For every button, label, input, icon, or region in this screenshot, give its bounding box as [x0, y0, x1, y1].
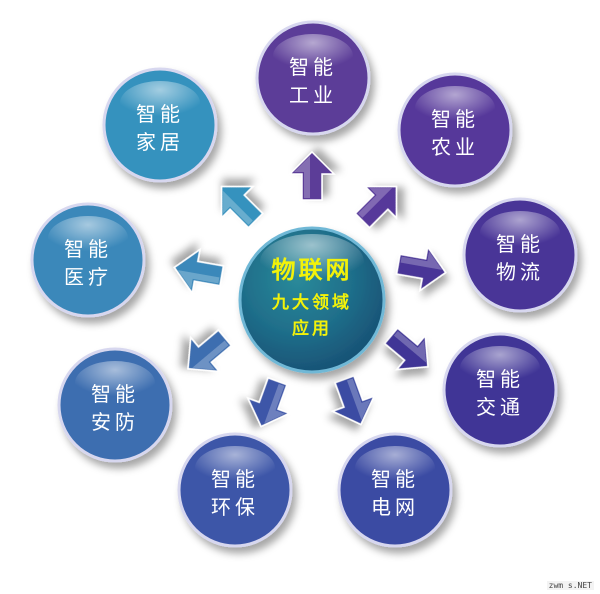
arrow-5 [330, 374, 376, 426]
center-node [238, 226, 386, 374]
node-label-line1: 智能 [496, 232, 544, 256]
arrow-9 [220, 185, 264, 229]
node-label-line1: 智能 [371, 467, 419, 491]
node-label-line2: 交通 [476, 395, 524, 419]
arrows-layer [173, 150, 447, 428]
node-label-line1: 智能 [289, 55, 337, 79]
node-label-line2: 电网 [371, 495, 419, 519]
node-label-line2: 农业 [431, 135, 479, 159]
arrow-6 [246, 376, 292, 428]
node-label-line2: 家居 [136, 130, 184, 154]
node-label-line2: 物流 [496, 260, 544, 284]
node-label-line1: 智能 [136, 102, 184, 126]
arrow-3 [395, 245, 447, 293]
arrow-7 [187, 329, 233, 373]
arrow-4 [383, 327, 429, 371]
center-subtitle-2: 应用 [292, 318, 332, 339]
node-label-line1: 智能 [64, 237, 112, 261]
arrow-2 [354, 185, 398, 229]
node-label-line2: 医疗 [64, 265, 112, 289]
center-title: 物联网 [272, 255, 353, 284]
arrow-1 [288, 150, 336, 201]
node-label-line1: 智能 [211, 467, 259, 491]
center-subtitle: 九大领域 [271, 292, 352, 313]
node-label-line2: 工业 [289, 83, 337, 107]
node-label-line1: 智能 [91, 382, 139, 406]
node-label-line2: 安防 [91, 410, 139, 434]
arrow-8 [173, 247, 225, 295]
node-label-line1: 智能 [431, 107, 479, 131]
watermark: zwm s.NET [546, 581, 594, 590]
node-label-line2: 环保 [211, 495, 259, 519]
node-label-line1: 智能 [476, 367, 524, 391]
